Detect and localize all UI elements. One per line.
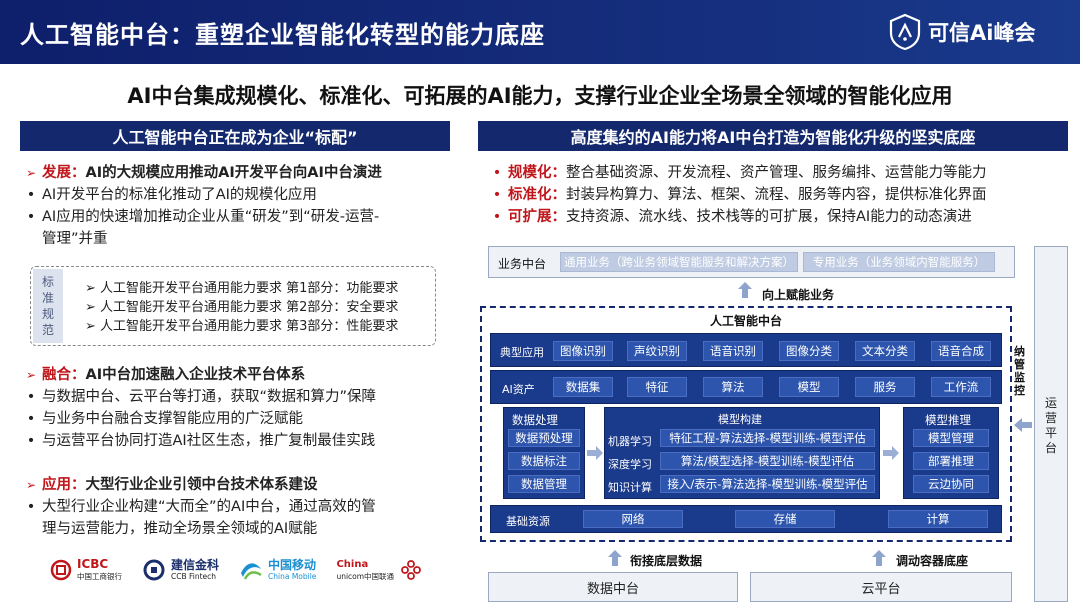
ai-center-title: 人工智能中台 [710,314,783,328]
point-item: •规模化：整合基础资源、开发流程、资产管理、服务编排、运营能力等能力 [492,165,987,181]
list-item: •与业务中台融合支撑智能应用的广泛赋能 [26,411,303,427]
asset-chip: 模型 [779,377,839,397]
list-item: •与数据中台、云平台等打通，获取“数据和算力”保障 [26,389,377,405]
up-arrow-icon [608,550,622,566]
up-arrow-icon [872,550,886,566]
china-mobile-icon [241,563,262,580]
model-row-label: 知识计算 [608,481,652,494]
point-item: •标准化：封装异构算力、算法、框架、流程、服务等内容，提供标准化界面 [492,187,987,203]
standard-item: ➢ 人工智能开发平台通用能力要求 第2部分：安全要求 [85,300,399,315]
list-item: •AI应用的快速增加推动企业从重“研发”到“研发-运营- [26,209,380,225]
app-chip: 文本分类 [855,341,915,361]
shield-icon [889,13,921,51]
connect-data-label: 衔接底层数据 [630,554,703,568]
list-item: 管理”并重 [42,231,108,247]
data-processing-title: 数据处理 [512,413,558,427]
model-row-label: 机器学习 [608,435,652,448]
business-chip: 通用业务（跨业务领域智能服务和解决方案） [560,252,798,272]
ops-monitor-label: 纳管监控 [1014,345,1025,397]
brand-name: 可信Ai峰会 [928,21,1036,45]
asset-chip: 数据集 [553,377,613,397]
left-arrow-icon [1014,418,1032,432]
infer-chip: 部署推理 [913,452,989,470]
app-chip: 图像分类 [779,341,839,361]
section-heading: ➢ 应用：大型行业企业引领中台技术体系建设 [20,474,460,496]
infra-chip: 计算 [888,510,988,528]
right-arrow-icon [883,446,899,460]
up-enable-label: 向上赋能业务 [762,288,835,302]
app-chip: 语音合成 [931,341,991,361]
icbc-icon [50,559,72,581]
data-proc-chip: 数据预处理 [508,429,580,447]
right-section-bar: 高度集约的AI能力将AI中台打造为智能化升级的坚实底座 [478,121,1068,151]
app-chip: 图像识别 [553,341,613,361]
section-key: 发展： [42,165,86,181]
china-unicom-icon [401,560,421,580]
model-chip: 接入/表示-算法选择-模型训练-模型评估 [660,475,875,493]
arrow-icon: ➢ [25,368,37,382]
brand-logo: 可信Ai峰会 [888,12,1035,52]
right-arrow-icon [587,446,603,460]
section-heading: ➢ 融合：AI中台加速融入企业技术平台体系 [20,364,460,386]
data-proc-chip: 数据标注 [508,452,580,470]
section-development: ➢ 发展：AI的大规模应用推动AI开发平台向AI中台演进 •AI开发平台的标准化… [20,162,460,250]
infer-chip: 模型管理 [913,429,989,447]
ccb-icon [143,559,165,581]
model-row-label: 深度学习 [608,458,652,471]
data-proc-chip: 数据管理 [508,475,580,493]
app-chip: 语音识别 [703,341,763,361]
header-bar [0,0,1080,64]
standard-item: ➢ 人工智能开发平台通用能力要求 第3部分：性能要求 [85,319,399,334]
capability-points: •规模化：整合基础资源、开发流程、资产管理、服务编排、运营能力等能力 •标准化：… [486,162,1066,228]
arrow-icon: ➢ [25,478,37,492]
asset-chip: 算法 [703,377,763,397]
ops-platform-label: 运营平台 [1045,396,1058,455]
business-chip: 专用业务（业务领域内智能服务） [803,252,995,272]
model-building-title: 模型构建 [718,413,762,426]
row-label: AI资产 [502,383,535,396]
standards-box: 标准 规范 ➢ 人工智能开发平台通用能力要求 第1部分：功能要求 ➢ 人工智能开… [30,266,436,346]
list-item: 理与运营能力，推动全场景全领域的AI赋能 [42,521,318,537]
section-fusion: ➢ 融合：AI中台加速融入企业技术平台体系 •与数据中台、云平台等打通，获取“数… [20,364,460,452]
point-item: •可扩展：支持资源、流水线、技术栈等的可扩展，保持AI能力的动态演进 [492,209,972,225]
infra-chip: 网络 [583,510,683,528]
list-item: •AI开发平台的标准化推动了AI的规模化应用 [26,187,317,203]
standards-label: 标准 规范 [33,269,63,343]
headline: AI中台集成规模化、标准化、可拓展的AI能力，支撑行业企业全场景全领域的智能化应… [127,84,953,108]
business-center-label: 业务中台 [498,257,547,271]
app-chip: 声纹识别 [627,341,687,361]
list-item: •大型行业企业构建“大而全”的AI中台，通过高效的管 [26,499,376,515]
arrow-icon: ➢ [25,166,37,180]
model-inference-title: 模型推理 [925,413,971,427]
page-title: 人工智能中台：重塑企业智能化转型的能力底座 [20,21,545,49]
section-heading: ➢ 发展：AI的大规模应用推动AI开发平台向AI中台演进 [20,162,460,184]
data-center-box: 数据中台 [488,572,738,602]
standard-item: ➢ 人工智能开发平台通用能力要求 第1部分：功能要求 [85,281,399,296]
ai-center-container [480,306,1012,542]
container-base-label: 调动容器底座 [896,554,969,568]
asset-chip: 工作流 [931,377,991,397]
section-title: AI的大规模应用推动AI开发平台向AI中台演进 [85,165,382,181]
infra-chip: 存储 [735,510,835,528]
cloud-platform-box: 云平台 [750,572,1012,602]
up-arrow-icon [738,282,752,298]
left-section-bar: 人工智能中台正在成为企业“标配” [20,121,450,151]
asset-chip: 特征 [627,377,687,397]
row-label: 基础资源 [506,515,550,528]
section-application: ➢ 应用：大型行业企业引领中台技术体系建设 •大型行业企业构建“大而全”的AI中… [20,474,460,540]
list-item: •与运营平台协同打造AI社区生态，推广复制最佳实践 [26,433,376,449]
model-chip: 特征工程-算法选择-模型训练-模型评估 [660,429,875,447]
ops-platform-box [1034,246,1068,602]
infer-chip: 云边协同 [913,475,989,493]
model-chip: 算法/模型选择-模型训练-模型评估 [660,452,875,470]
row-label: 典型应用 [500,346,544,359]
asset-chip: 服务 [855,377,915,397]
